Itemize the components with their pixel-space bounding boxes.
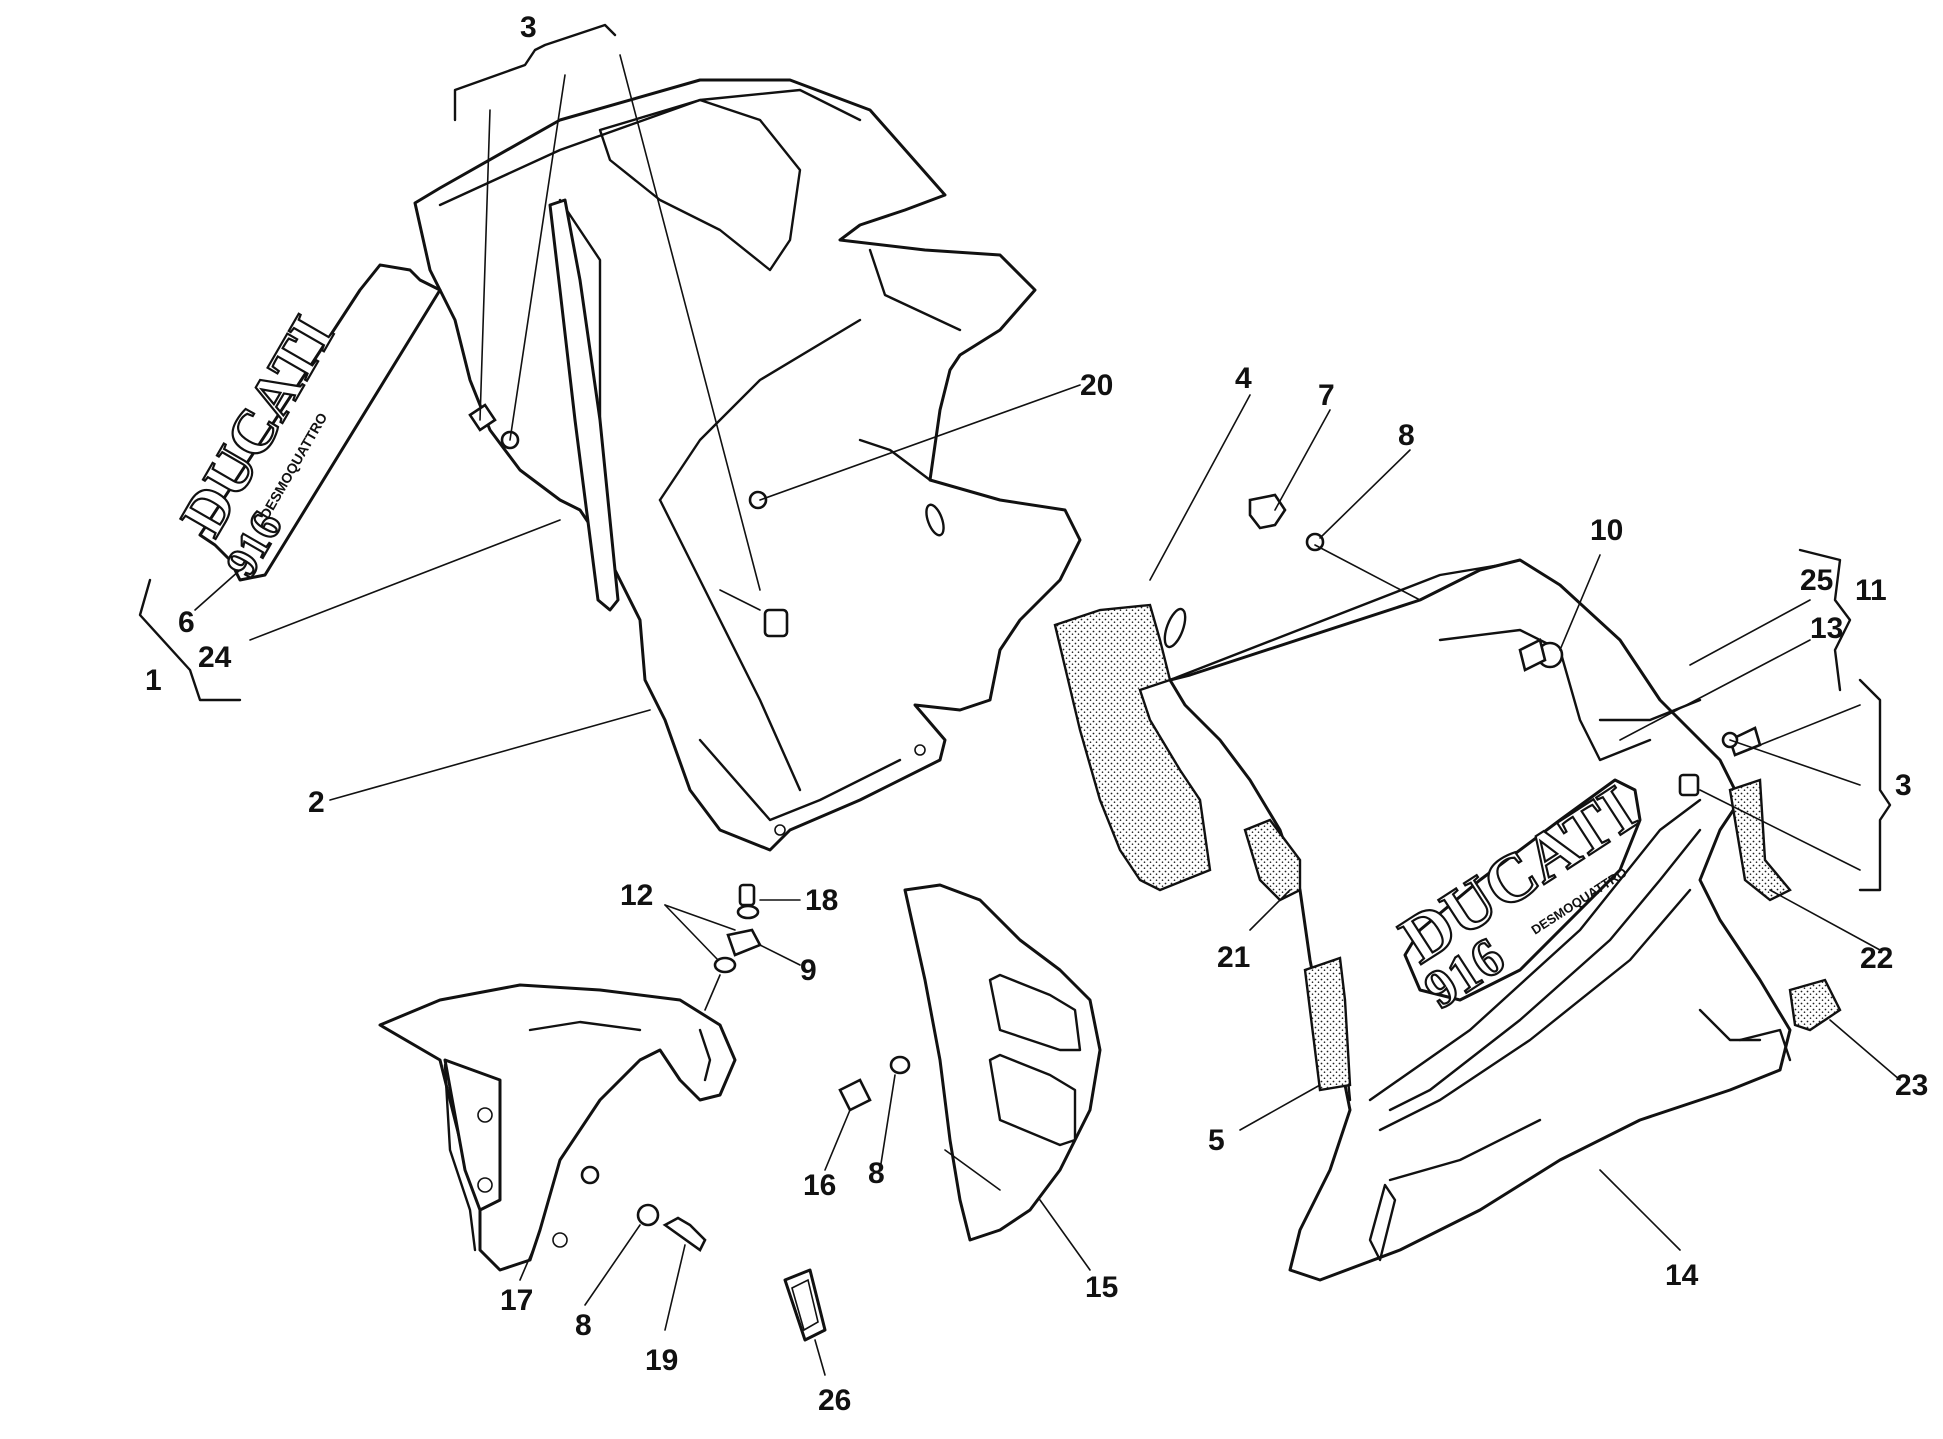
callout-3-right: 3 xyxy=(1895,769,1912,802)
clip-icon xyxy=(726,928,762,957)
callout-23: 23 xyxy=(1895,1069,1928,1102)
rubber-grommet xyxy=(783,1268,827,1342)
callout-1: 1 xyxy=(145,664,162,697)
callout-3-top: 3 xyxy=(520,11,537,44)
washer-icon xyxy=(636,1203,660,1227)
callout-24: 24 xyxy=(198,641,232,674)
callout-8-fender: 8 xyxy=(575,1309,592,1342)
bolt-icon xyxy=(662,1216,707,1252)
callout-5: 5 xyxy=(1208,1124,1225,1157)
callout-14: 14 xyxy=(1665,1259,1699,1292)
washer-icon xyxy=(736,904,760,920)
callout-17: 17 xyxy=(500,1284,533,1317)
callout-22: 22 xyxy=(1860,942,1893,975)
callout-21: 21 xyxy=(1217,941,1250,974)
foam-pad-4 xyxy=(1053,603,1212,892)
callout-8-radiator: 8 xyxy=(868,1157,885,1190)
washer-icon xyxy=(889,1055,911,1075)
callout-18: 18 xyxy=(805,884,838,917)
callout-20: 20 xyxy=(1080,369,1113,402)
fender-hardware xyxy=(580,883,762,1252)
foam-pad-23 xyxy=(1788,978,1842,1032)
callout-9: 9 xyxy=(800,954,817,987)
callout-16: 16 xyxy=(803,1169,836,1202)
well-nut-icon xyxy=(1678,773,1700,797)
callout-4: 4 xyxy=(1235,362,1252,395)
leader-lines xyxy=(138,23,1901,1376)
screw-icon xyxy=(738,883,756,907)
washer-icon xyxy=(1305,532,1325,552)
foam-pad-21 xyxy=(1243,818,1302,902)
front-fender xyxy=(378,983,737,1272)
callout-12: 12 xyxy=(620,879,653,912)
left-side-strip xyxy=(548,198,620,612)
foam-pad-5 xyxy=(1303,956,1352,1092)
callout-7: 7 xyxy=(1318,379,1335,412)
callout-19: 19 xyxy=(645,1344,678,1377)
callout-6: 6 xyxy=(178,606,195,639)
callout-2: 2 xyxy=(308,786,325,819)
callout-11: 11 xyxy=(1855,574,1887,607)
foam-pads xyxy=(1053,603,1842,1092)
washer-icon xyxy=(580,1165,600,1185)
callout-10: 10 xyxy=(1590,514,1623,547)
callout-13: 13 xyxy=(1810,612,1843,645)
clip-icon xyxy=(1248,493,1287,530)
washer-icon xyxy=(713,956,737,974)
radiator-hardware xyxy=(838,1055,911,1112)
callout-26: 26 xyxy=(818,1384,851,1417)
right-hardware xyxy=(1248,493,1762,797)
callout-8-right: 8 xyxy=(1398,419,1415,452)
grommet-icon xyxy=(748,490,768,510)
callout-15: 15 xyxy=(1085,1271,1118,1304)
callout-25: 25 xyxy=(1800,564,1833,597)
radiator-cover xyxy=(903,883,1102,1242)
left-side-fairing xyxy=(413,78,1082,852)
foam-pad-22 xyxy=(1728,778,1792,902)
bolt-icon xyxy=(838,1078,872,1112)
left-ducati-916-decal: DUCATI DESMOQUATTRO 916 xyxy=(167,263,442,586)
callout-labels: 3 20 4 7 8 10 25 11 13 3 6 24 1 2 12 18 … xyxy=(145,11,1928,1417)
screw-icon xyxy=(1518,638,1547,672)
well-nut-icon xyxy=(763,608,789,638)
